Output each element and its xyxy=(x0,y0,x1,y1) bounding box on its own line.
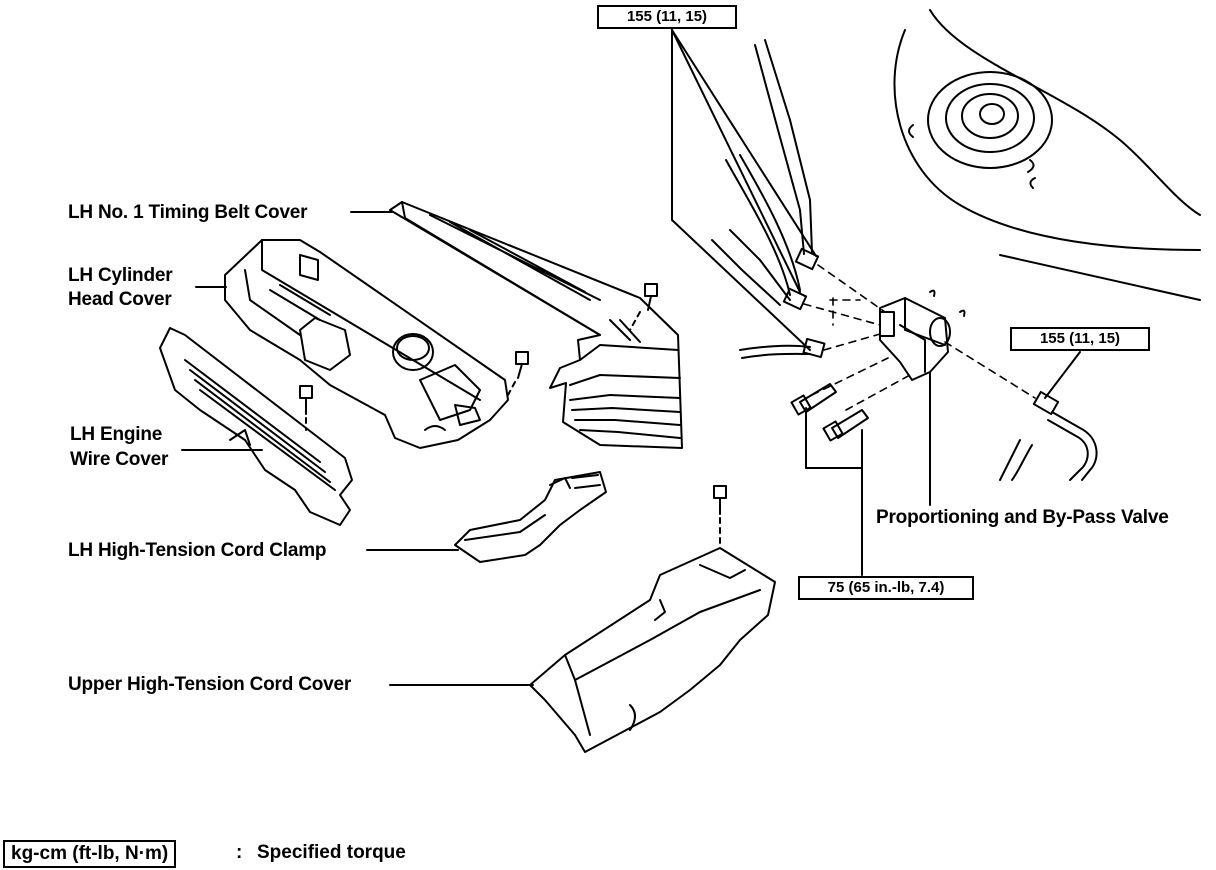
engine-wire-cover-label-line1: LH Engine xyxy=(70,424,163,445)
brake-booster-drawing xyxy=(893,9,1201,301)
alignment-lines xyxy=(803,264,1036,411)
engine-wire-cover-drawing xyxy=(159,327,353,526)
timing-belt-cover-drawing xyxy=(389,201,683,449)
cord-clamp-label: LH High-Tension Cord Clamp xyxy=(68,540,327,561)
upper-cord-cover-drawing xyxy=(529,547,776,753)
legend-units-box: kg-cm (ft-lb, N·m) xyxy=(3,840,177,868)
cylinder-head-cover-label-line1: LH Cylinder xyxy=(68,265,173,286)
torque-box-right: 155 (11, 15) xyxy=(1010,327,1150,351)
proportioning-valve xyxy=(879,289,966,381)
cover-bolts xyxy=(299,283,727,549)
cord-clamp-drawing xyxy=(454,471,607,563)
legend-description: Specified torque xyxy=(257,842,406,863)
timing-belt-cover-label: LH No. 1 Timing Belt Cover xyxy=(68,202,308,223)
engine-wire-cover-label-line2: Wire Cover xyxy=(70,449,169,470)
cylinder-head-cover-drawing xyxy=(224,239,509,449)
legend-separator: : xyxy=(236,842,243,863)
valve-bolts xyxy=(790,383,869,442)
valve-label: Proportioning and By-Pass Valve xyxy=(876,507,1169,528)
upper-cord-cover-label: Upper High-Tension Cord Cover xyxy=(68,674,352,695)
right-brake-line xyxy=(999,390,1098,481)
cylinder-head-cover-label-line2: Head Cover xyxy=(68,289,172,310)
torque-box-bolts: 75 (65 in.-lb, 7.4) xyxy=(798,576,974,600)
leader-lines xyxy=(181,29,1081,686)
torque-box-top: 155 (11, 15) xyxy=(597,5,737,29)
